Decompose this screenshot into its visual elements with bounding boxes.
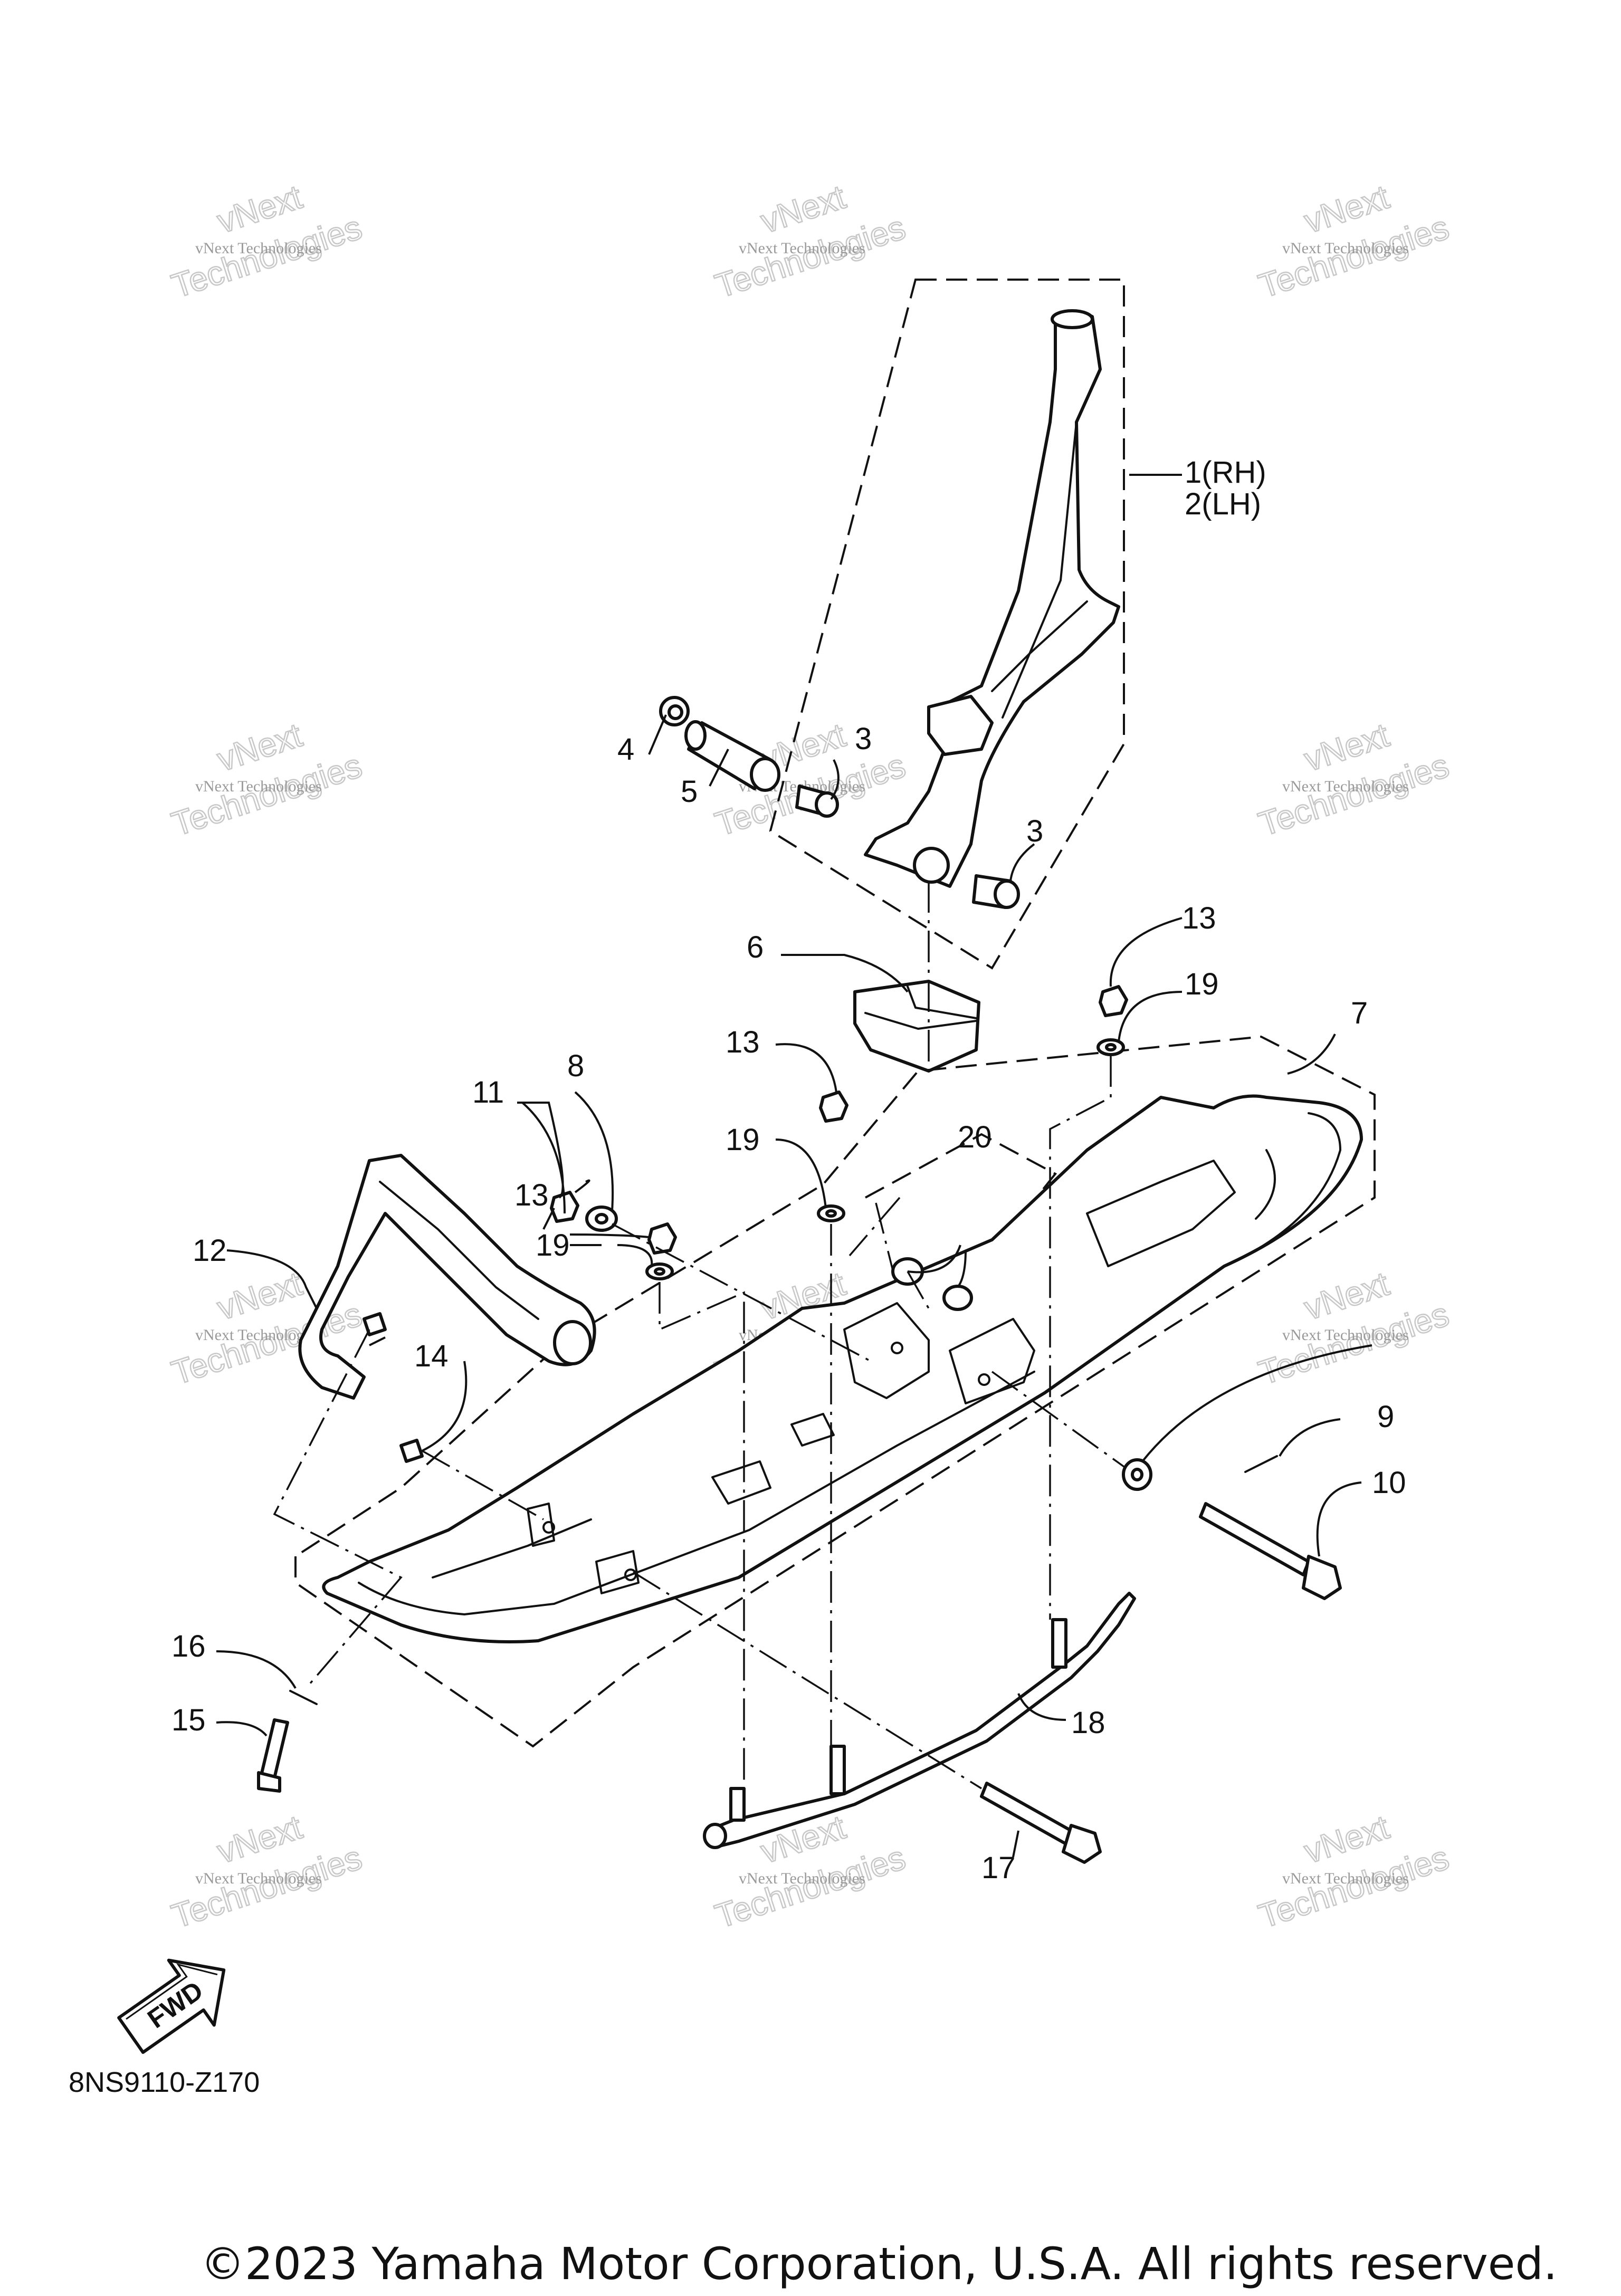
ski-body	[322, 1094, 1363, 1643]
callout-15: 15	[171, 1703, 206, 1737]
callout-10: 10	[1372, 1466, 1406, 1500]
ski-handle-12	[298, 1154, 596, 1400]
svg-text:vNext Technologies: vNext Technologies	[739, 240, 865, 257]
callout-14: 14	[414, 1339, 449, 1373]
callout-5: 5	[681, 774, 698, 809]
nut-13-right	[1099, 985, 1128, 1017]
pin-16	[289, 1690, 318, 1705]
callout-13-right: 13	[1182, 901, 1216, 935]
watermark-10: vNext Technologies vNext Technologies	[166, 1807, 367, 1936]
callout-8: 8	[567, 1049, 584, 1083]
callout-16: 16	[171, 1629, 206, 1663]
copyright-notice: ©2023 Yamaha Motor Corporation, U.S.A. A…	[201, 2238, 1557, 2290]
svg-text:vNext Technologies: vNext Technologies	[1282, 1326, 1409, 1344]
svg-text:vNext Technologies: vNext Technologies	[1282, 778, 1409, 795]
svg-text:vNext Technologies: vNext Technologies	[195, 778, 322, 795]
callout-17: 17	[981, 1851, 1016, 1885]
watermark-3: vNext Technologies vNext Technologies	[1253, 177, 1454, 305]
washer-9	[1122, 1458, 1152, 1491]
callout-11: 11	[472, 1075, 504, 1109]
nut-13-left	[647, 1222, 677, 1255]
callout-19-right: 19	[1185, 967, 1219, 1001]
washer-19-center	[817, 1204, 845, 1222]
svg-text:vNext Technologies: vNext Technologies	[739, 1870, 865, 1887]
callout-2: 2(LH)	[1185, 487, 1261, 521]
callout-12: 12	[193, 1233, 227, 1268]
callout-18: 18	[1071, 1706, 1105, 1740]
assembly-lines	[273, 881, 1125, 1790]
callout-13-left: 13	[514, 1178, 549, 1212]
watermark-4: vNext Technologies vNext Technologies	[166, 715, 367, 844]
watermarks: vNext Technologies vNext Technologies vN…	[166, 177, 1454, 1936]
svg-text:vNext Technologies: vNext Technologies	[1282, 1870, 1409, 1887]
washer-19-right	[1096, 1038, 1125, 1056]
callout-19-center: 19	[726, 1123, 760, 1157]
shaft-5	[684, 720, 780, 792]
svg-text:vNext Technologies: vNext Technologies	[1282, 240, 1409, 257]
callout-19-left: 19	[536, 1228, 570, 1262]
callouts: 1(RH) 2(LH) 3 3 4 5 6 7 8 9 10 11 12 13 …	[171, 455, 1406, 1885]
runner-18	[703, 1592, 1136, 1849]
callout-1: 1(RH)	[1185, 455, 1266, 490]
ski-group-outline-inner	[865, 1133, 1057, 1214]
callout-13-center: 13	[726, 1025, 760, 1059]
washer-19-left	[645, 1262, 674, 1280]
pin-9	[1244, 1455, 1278, 1473]
bushing-3-upper	[795, 785, 839, 818]
bolt-17	[980, 1782, 1102, 1864]
callout-7: 7	[1351, 996, 1368, 1030]
callout-4: 4	[617, 732, 634, 767]
bolt-10	[1199, 1502, 1342, 1600]
column-group-outline	[769, 279, 1125, 970]
watermark-9: vNext Technologies vNext Technologies	[1253, 1264, 1454, 1392]
washer-8	[585, 1206, 618, 1232]
watermark-12: vNext Technologies vNext Technologies	[1253, 1807, 1454, 1936]
ski-group-outline	[294, 1035, 1376, 1748]
callout-20: 20	[958, 1120, 992, 1154]
watermark-6: vNext Technologies vNext Technologies	[1253, 715, 1454, 844]
bushing-3-lower	[972, 874, 1020, 909]
watermark-2: vNext Technologies vNext Technologies	[710, 177, 910, 305]
callout-9: 9	[1377, 1400, 1394, 1434]
pad-6	[853, 980, 980, 1073]
callout-3-lower: 3	[1026, 814, 1043, 848]
clip-14	[363, 1312, 424, 1463]
diagram-ref-code: 8NS9110-Z170	[69, 2067, 260, 2098]
callout-3-upper: 3	[855, 722, 872, 756]
svg-text:vNext Technologies: vNext Technologies	[195, 1870, 322, 1887]
bolt-15	[257, 1718, 289, 1793]
watermark-1: vNext Technologies vNext Technologies	[166, 177, 367, 305]
fwd-arrow-icon: FWD	[117, 1958, 226, 2054]
leaders	[216, 474, 1372, 1858]
steering-column-arm	[864, 309, 1120, 888]
collar-4	[659, 696, 690, 726]
svg-text:vNext Technologies: vNext Technologies	[195, 240, 322, 257]
callout-6: 6	[747, 930, 764, 964]
nut-13-center	[819, 1090, 848, 1123]
